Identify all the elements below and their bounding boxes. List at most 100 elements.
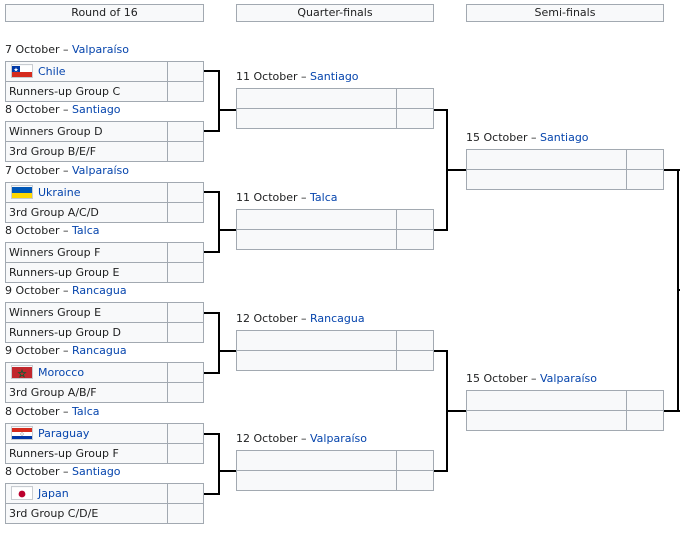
bracket-connector [204,433,220,435]
r16-team-row: Morocco [5,362,204,383]
r16-match-date: 8 October – Talca [5,222,100,240]
team-link[interactable]: Paraguay [38,427,90,440]
bracket-connector [664,169,680,171]
team-name: 3rd Group A/B/F [9,386,97,399]
match-date: 7 October – [5,43,69,56]
bracket-connector [218,229,236,231]
venue-link[interactable]: Santiago [72,465,121,478]
team-cell [237,471,397,490]
bracket-connector [434,229,448,231]
round-of-16-header: Round of 16 [5,4,204,22]
score-cell [397,210,433,229]
r16-team-row: 3rd Group B/E/F [5,141,204,162]
bracket-connector [218,350,236,352]
score-cell [168,504,203,523]
morocco-flag-icon [11,365,33,379]
qf-match-date: 11 October – Talca [236,189,338,207]
r16-team-row: Runners-up Group D [5,322,204,343]
r16-team-row: Japan [5,483,204,504]
qf-team-row [236,88,434,109]
score-cell [397,471,433,490]
team-link[interactable]: Chile [38,65,66,78]
team-name: Runners-up Group C [9,85,121,98]
team-cell [237,451,397,470]
score-cell [397,451,433,470]
match-date: 9 October – [5,284,69,297]
bracket-connector [218,109,236,111]
team-cell [237,351,397,370]
team-cell: Ukraine [6,183,168,202]
team-name: 3rd Group C/D/E [9,507,99,520]
r16-team-row: 3rd Group A/C/D [5,202,204,223]
venue-link[interactable]: Talca [72,405,100,418]
team-link[interactable]: Morocco [38,366,85,379]
venue-link[interactable]: Valparaíso [72,43,129,56]
team-cell [467,150,627,169]
bracket-connector [218,70,220,132]
score-cell [627,391,663,410]
team-name: Runners-up Group D [9,326,121,339]
r16-team-row: 3rd Group C/D/E [5,503,204,524]
score-cell [168,323,203,342]
qf-match-date: 12 October – Rancagua [236,310,365,328]
score-cell [627,150,663,169]
team-cell [467,411,627,430]
bracket-connector [664,410,680,412]
r16-match-date: 8 October – Santiago [5,463,121,481]
venue-link[interactable]: Rancagua [310,312,365,325]
r16-team-row: Runners-up Group C [5,81,204,102]
bracket-connector [204,493,220,495]
venue-link[interactable]: Santiago [72,103,121,116]
venue-link[interactable]: Rancagua [72,344,127,357]
r16-team-row: Runners-up Group F [5,443,204,464]
qf-team-row [236,209,434,230]
sf-team-row [466,390,664,411]
match-date: 8 October – [5,465,69,478]
qf-team-row [236,229,434,250]
score-cell [168,383,203,402]
venue-link[interactable]: Valparaíso [72,164,129,177]
score-cell [397,331,433,350]
team-cell: 3rd Group A/C/D [6,203,168,222]
qf-team-row [236,450,434,471]
team-link[interactable]: Ukraine [38,186,81,199]
r16-match-date: 9 October – Rancagua [5,342,127,360]
match-date: 8 October – [5,103,69,116]
team-name: Runners-up Group F [9,447,119,460]
score-cell [168,484,203,503]
r16-match-date: 7 October – Valparaíso [5,41,129,59]
match-date: 15 October – [466,372,537,385]
bracket-connector [204,130,220,132]
bracket-connector [434,470,448,472]
r16-match-date: 9 October – Rancagua [5,282,127,300]
bracket-connector [204,251,220,253]
match-date: 8 October – [5,224,69,237]
chile-flag-icon [11,64,33,78]
venue-link[interactable]: Valparaíso [540,372,597,385]
bracket-connector [434,109,448,111]
venue-link[interactable]: Talca [72,224,100,237]
venue-link[interactable]: Santiago [540,131,589,144]
semi-finals-header: Semi-finals [466,4,664,22]
team-cell [237,230,397,249]
venue-link[interactable]: Rancagua [72,284,127,297]
qf-team-row [236,330,434,351]
score-cell [168,263,203,282]
r16-team-row: Chile [5,61,204,82]
venue-link[interactable]: Valparaíso [310,432,367,445]
score-cell [397,109,433,128]
score-cell [168,62,203,81]
bracket-connector [204,312,220,314]
team-link[interactable]: Japan [38,487,69,500]
team-cell: Chile [6,62,168,81]
qf-team-row [236,350,434,371]
score-cell [397,230,433,249]
venue-link[interactable]: Santiago [310,70,359,83]
paraguay-flag-icon [11,426,33,440]
score-cell [168,424,203,443]
team-cell: 3rd Group C/D/E [6,504,168,523]
bracket-connector [446,169,466,171]
venue-link[interactable]: Talca [310,191,338,204]
bracket-connector [446,410,466,412]
team-cell: Morocco [6,363,168,382]
